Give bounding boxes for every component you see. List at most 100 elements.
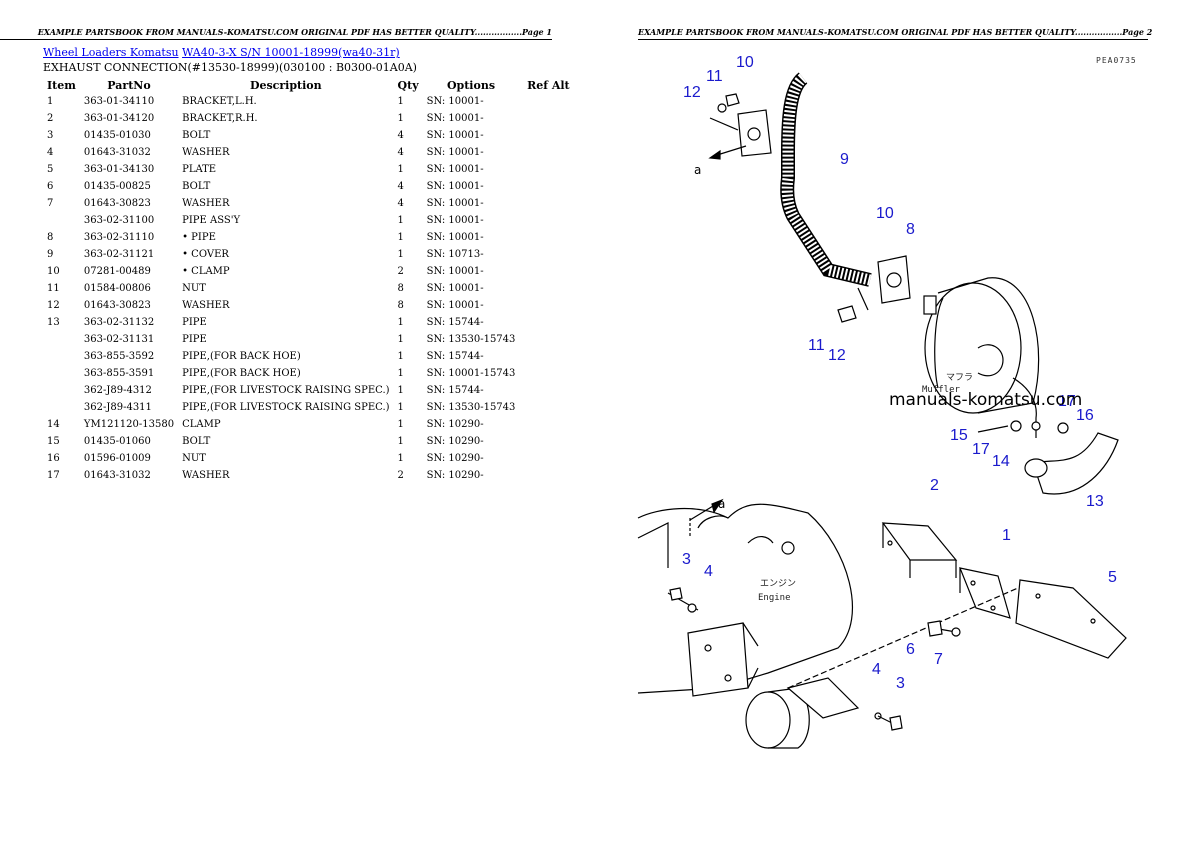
page-header-right: EXAMPLE PARTSBOOK FROM MANUALS-KOMATSU.C… [638,27,1152,40]
cell-ref-alt [519,365,577,382]
cell-description: • COVER [182,249,229,260]
cell-ref-alt [519,144,577,161]
cell-ref-alt [519,161,577,178]
cell-description: PIPE,(FOR LIVESTOCK RAISING SPEC.) [182,402,390,413]
callout-16: 16 [1076,407,1094,424]
cell-ref-alt [519,399,577,416]
cell-ref-alt [519,178,577,195]
cell-ref-alt [519,195,577,212]
cell-item [43,399,80,416]
cell-description: BOLT [182,181,211,192]
cell-item: 15 [47,436,60,447]
cell-options: SN: 10001- [426,300,484,311]
cell-options: SN: 10001- [426,113,484,124]
engine-label-jp: エンジン [760,579,796,589]
cell-partno: YM121120-13580 [83,419,175,430]
cell-qty: 4 [397,181,404,192]
cell-description: BRACKET,L.H. [182,96,257,107]
cell-description: • CLAMP [182,266,230,277]
cell-description: WASHER [182,198,230,209]
cell-qty: 1 [397,164,404,175]
cell-options: SN: 10290- [426,436,484,447]
cell-description: PIPE ASS'Y [182,215,241,226]
cell-options: SN: 10001- [426,147,484,158]
cell-partno: 01643-30823 [83,198,151,209]
cell-options: SN: 10290- [426,453,484,464]
cell-partno: 01643-31032 [83,470,151,481]
cell-options: SN: 10001- [426,232,484,243]
cell-ref-alt [519,280,577,297]
cell-partno: 363-02-31132 [83,317,155,328]
column-header-item: Item [47,78,76,92]
column-header-partno: PartNo [107,78,151,92]
muffler-label-en: Muffler [922,385,961,395]
cell-partno: 01596-01009 [83,453,151,464]
cell-options: SN: 10001-15743 [426,368,516,379]
callout-6: 6 [906,641,915,658]
cell-ref-alt [519,127,577,144]
cell-item: 9 [47,249,54,260]
cell-qty: 1 [397,317,404,328]
column-header-qty: Qty [397,78,419,92]
cell-qty: 1 [397,385,404,396]
cell-qty: 1 [397,351,404,362]
cell-options: SN: 10001- [426,215,484,226]
exploded-parts-diagram: a a マフラ Muffler エンジン Engine 10 11 12 9 1… [637,54,1127,749]
cell-options: SN: 10001- [426,164,484,175]
cell-partno: 01643-31032 [83,147,151,158]
cell-options: SN: 15744- [426,317,484,328]
cell-qty: 2 [397,470,404,481]
cell-item: 3 [47,130,54,141]
cell-description: NUT [182,283,206,294]
cell-partno: 01584-00806 [83,283,151,294]
cell-item: 12 [47,300,60,311]
cell-qty: 8 [397,300,404,311]
cell-item: 6 [47,181,54,192]
cell-description: • PIPE [182,232,216,243]
breadcrumb-link-category[interactable]: Wheel Loaders Komatsu [43,46,179,59]
callout-13: 13 [1086,493,1104,510]
table-header-row: Item PartNo Description Qty Options Ref … [43,77,577,93]
cell-qty: 4 [397,130,404,141]
cell-item [43,331,80,348]
cell-partno: 362-J89-4312 [83,385,152,396]
cell-ref-alt [519,93,577,110]
cell-item [43,212,80,229]
cell-options: SN: 10001- [426,130,484,141]
cell-qty: 2 [397,266,404,277]
callout-4-left: 4 [704,563,713,580]
callout-15: 15 [950,427,968,444]
diagram-code: PEA0735 [1096,56,1137,65]
page-subtitle: EXHAUST CONNECTION(#13530-18999)(030100 … [43,61,417,74]
arrow-label-a-top: a [694,163,701,177]
cell-ref-alt [519,416,577,433]
cell-options: SN: 10001- [426,283,484,294]
cell-partno: 363-855-3592 [83,351,155,362]
cell-description: NUT [182,453,206,464]
callout-5: 5 [1108,569,1117,586]
cell-partno: 363-02-31110 [83,232,155,243]
cell-qty: 1 [397,113,404,124]
cell-partno: 01643-30823 [83,300,151,311]
cell-description: PIPE [182,334,207,345]
cell-description: BOLT [182,130,211,141]
cell-options: SN: 10001- [426,96,484,107]
cell-options: SN: 10001- [426,181,484,192]
column-header-options: Options [446,78,496,92]
cell-partno: 363-01-34130 [83,164,155,175]
cell-qty: 1 [397,334,404,345]
watermark: manuals-komatsu.com [889,390,1083,410]
breadcrumb-link-model[interactable]: WA40-3-X S/N 10001-18999(wa40-31r) [182,46,400,59]
callout-10-top: 10 [736,54,754,71]
cell-qty: 1 [397,215,404,226]
cell-description: PIPE,(FOR BACK HOE) [182,351,301,362]
